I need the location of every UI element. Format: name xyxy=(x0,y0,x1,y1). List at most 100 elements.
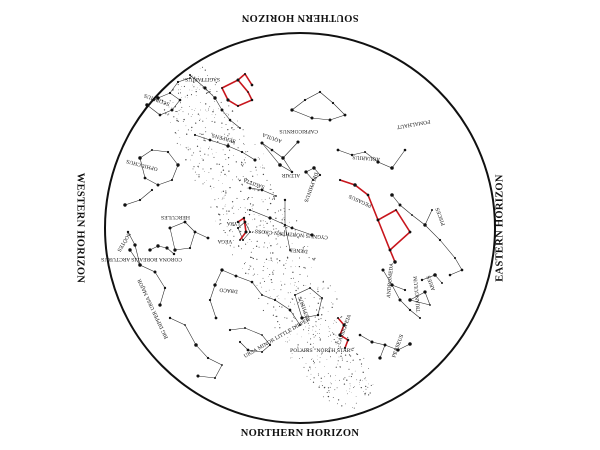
milky-way-dot xyxy=(368,383,369,385)
milky-way-dot xyxy=(296,333,298,335)
star-dot xyxy=(418,316,422,320)
milky-way-dot xyxy=(237,178,239,180)
milky-way-dot xyxy=(337,399,340,401)
milky-way-dot xyxy=(318,318,320,320)
milky-way-dot xyxy=(229,245,231,247)
star-dot xyxy=(309,287,311,289)
milky-way-dot xyxy=(237,209,239,210)
milky-way-dot xyxy=(196,145,199,147)
milky-way-dot xyxy=(187,149,189,151)
milky-way-dot xyxy=(222,166,224,168)
milky-way-dot xyxy=(192,75,193,76)
milky-way-dot xyxy=(232,124,234,126)
milky-way-dot xyxy=(267,268,268,269)
milky-way-dot xyxy=(207,154,209,156)
milky-way-dot xyxy=(231,137,233,139)
star-dot xyxy=(398,203,402,207)
milky-way-dot xyxy=(308,325,310,326)
star-dot xyxy=(228,118,232,122)
milky-way-dot xyxy=(202,168,204,170)
milky-way-dot xyxy=(273,289,275,290)
milky-way-dot xyxy=(292,260,294,262)
milky-way-dot xyxy=(257,274,259,275)
milky-way-dot xyxy=(337,363,339,365)
milky-way-dot xyxy=(310,267,312,269)
star-dot xyxy=(240,150,244,154)
milky-way-dot xyxy=(350,355,352,357)
milky-way-dot xyxy=(225,158,227,160)
milky-way-dot xyxy=(222,208,224,210)
milky-way-dot xyxy=(202,159,204,161)
milky-way-dot xyxy=(226,210,228,212)
milky-way-dot xyxy=(251,231,254,233)
milky-way-dot xyxy=(227,135,229,137)
milky-way-dot xyxy=(249,265,251,267)
milky-way-dot xyxy=(225,203,227,205)
star-dot xyxy=(172,252,176,256)
star-dot xyxy=(381,268,385,272)
milky-way-dot xyxy=(177,84,179,86)
milky-way-dot xyxy=(364,394,366,396)
label-sagittarius: SAGITTARIUS xyxy=(185,76,220,82)
milky-way-dot xyxy=(231,208,233,210)
milky-way-dot xyxy=(202,183,204,185)
milky-way-dot xyxy=(279,260,281,262)
milky-way-dot xyxy=(284,283,286,285)
milky-way-dot xyxy=(215,81,217,84)
milky-way-dot xyxy=(201,66,204,68)
milky-way-dot xyxy=(312,346,314,348)
milky-way-dot xyxy=(189,89,190,91)
milky-way-dot xyxy=(321,314,323,316)
star-dot xyxy=(290,108,294,112)
milky-way-dot xyxy=(230,141,232,143)
milky-way-dot xyxy=(330,340,332,342)
milky-way-dot xyxy=(310,283,311,285)
milky-way-dot xyxy=(252,257,254,260)
milky-way-dot xyxy=(293,284,295,286)
milky-way-dot xyxy=(352,347,354,350)
milky-way-dot xyxy=(250,256,252,258)
milky-way-dot xyxy=(273,228,275,230)
milky-way-dot xyxy=(272,225,274,227)
milky-way-dot xyxy=(349,383,351,385)
milky-way-dot xyxy=(272,260,273,262)
star-dot xyxy=(429,304,431,306)
milky-way-dot xyxy=(298,257,301,259)
milky-way-dot xyxy=(269,184,271,186)
milky-way-dot xyxy=(220,174,221,176)
milky-way-dot xyxy=(262,167,264,169)
milky-way-dot xyxy=(269,273,271,276)
milky-way-dot xyxy=(198,119,201,122)
milky-way-dot xyxy=(163,109,166,111)
milky-way-dot xyxy=(239,179,241,181)
milky-way-dot xyxy=(277,262,278,264)
milky-way-dot xyxy=(323,287,325,289)
milky-way-dot xyxy=(343,383,346,385)
milky-way-dot xyxy=(226,175,227,177)
star-dot xyxy=(460,268,464,272)
milky-way-dot xyxy=(276,296,278,298)
milky-way-dot xyxy=(232,129,234,131)
star-dot xyxy=(294,294,296,296)
milky-way-dot xyxy=(217,207,218,208)
star-dot xyxy=(353,183,357,187)
milky-way-dot xyxy=(262,201,264,203)
milky-way-dot xyxy=(210,168,212,170)
milky-way-dot xyxy=(288,305,290,307)
milky-way-dot xyxy=(263,224,265,226)
milky-way-dot xyxy=(263,153,264,155)
star-dot xyxy=(304,170,308,174)
milky-way-dot xyxy=(220,223,222,225)
milky-way-dot xyxy=(330,383,332,385)
milky-way-dot xyxy=(298,265,301,268)
milky-way-dot xyxy=(364,392,366,395)
milky-way-dot xyxy=(360,386,362,389)
milky-way-dot xyxy=(279,327,281,329)
star-dot xyxy=(244,230,248,234)
milky-way-dot xyxy=(243,199,245,200)
star-dot xyxy=(138,198,142,202)
star-dot xyxy=(318,90,322,94)
star-dot xyxy=(281,156,285,160)
milky-way-dot xyxy=(183,85,185,88)
milky-way-dot xyxy=(317,290,319,293)
